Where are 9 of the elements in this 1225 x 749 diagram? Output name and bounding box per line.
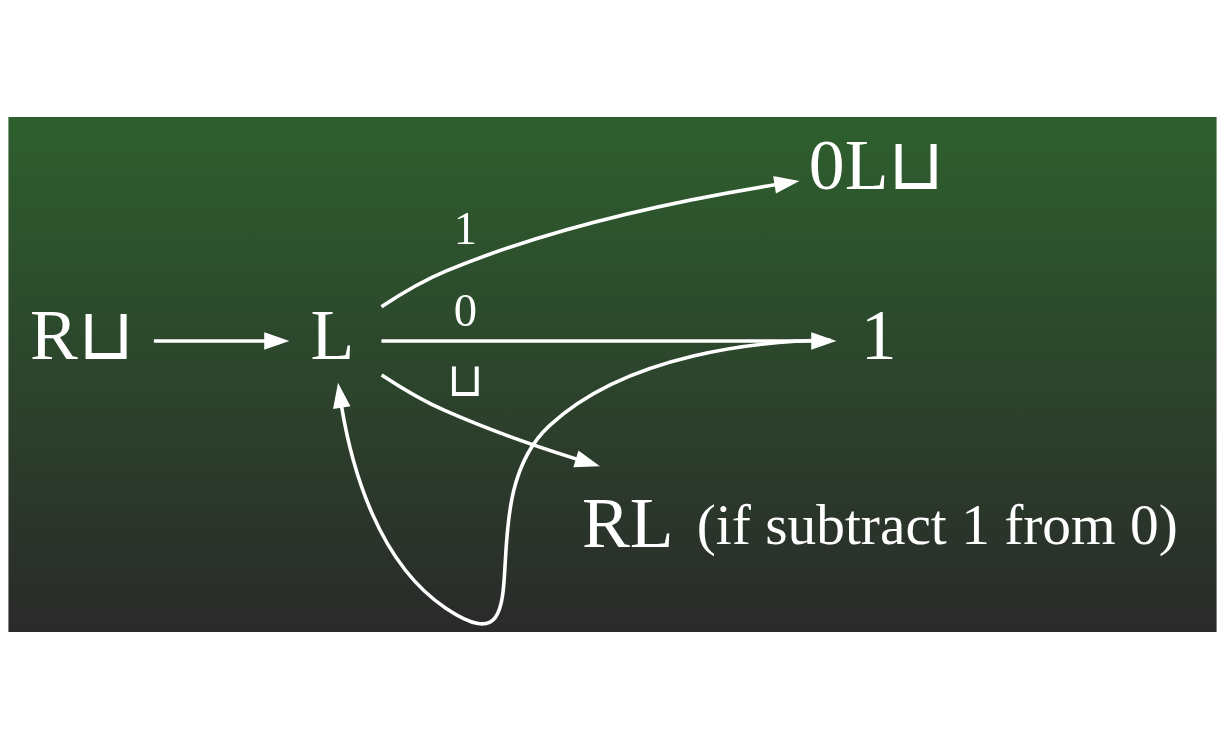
edge-label: 0 [453,284,478,337]
node-text: 0L⊔ [808,124,945,205]
node-text: 1 [860,294,897,375]
node-text: R⊔ [29,294,134,375]
edge-label: ⊔ [447,354,485,407]
node-text: L [310,294,355,375]
node-label: (if subtract 1 from 0) [696,492,1178,556]
edge-label: 1 [453,201,478,254]
node-text: RL [582,483,674,564]
